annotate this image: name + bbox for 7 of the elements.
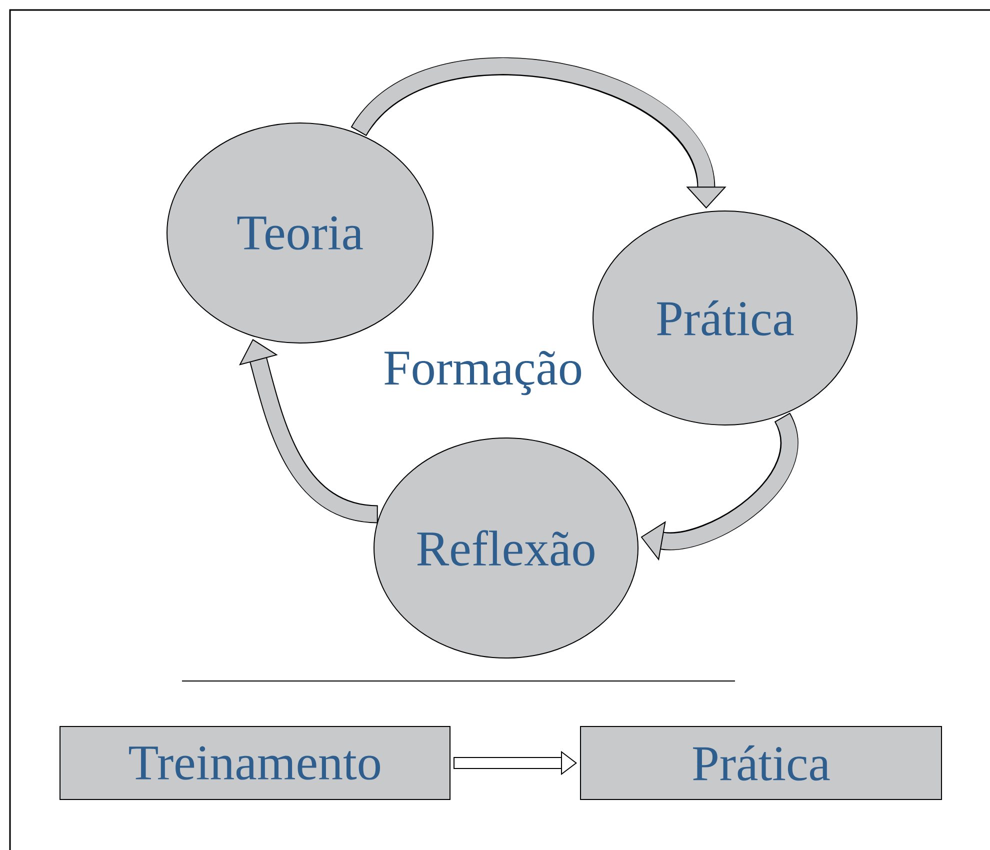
process-box: Prática	[580, 726, 942, 800]
process-box: Treinamento	[60, 726, 450, 800]
curved-arrow	[640, 414, 798, 561]
ellipse-node: Prática	[592, 210, 858, 426]
center-label: Formação	[384, 350, 582, 396]
ellipse-node: Reflexão	[374, 438, 638, 658]
ellipse-node: Teoria	[166, 122, 434, 344]
